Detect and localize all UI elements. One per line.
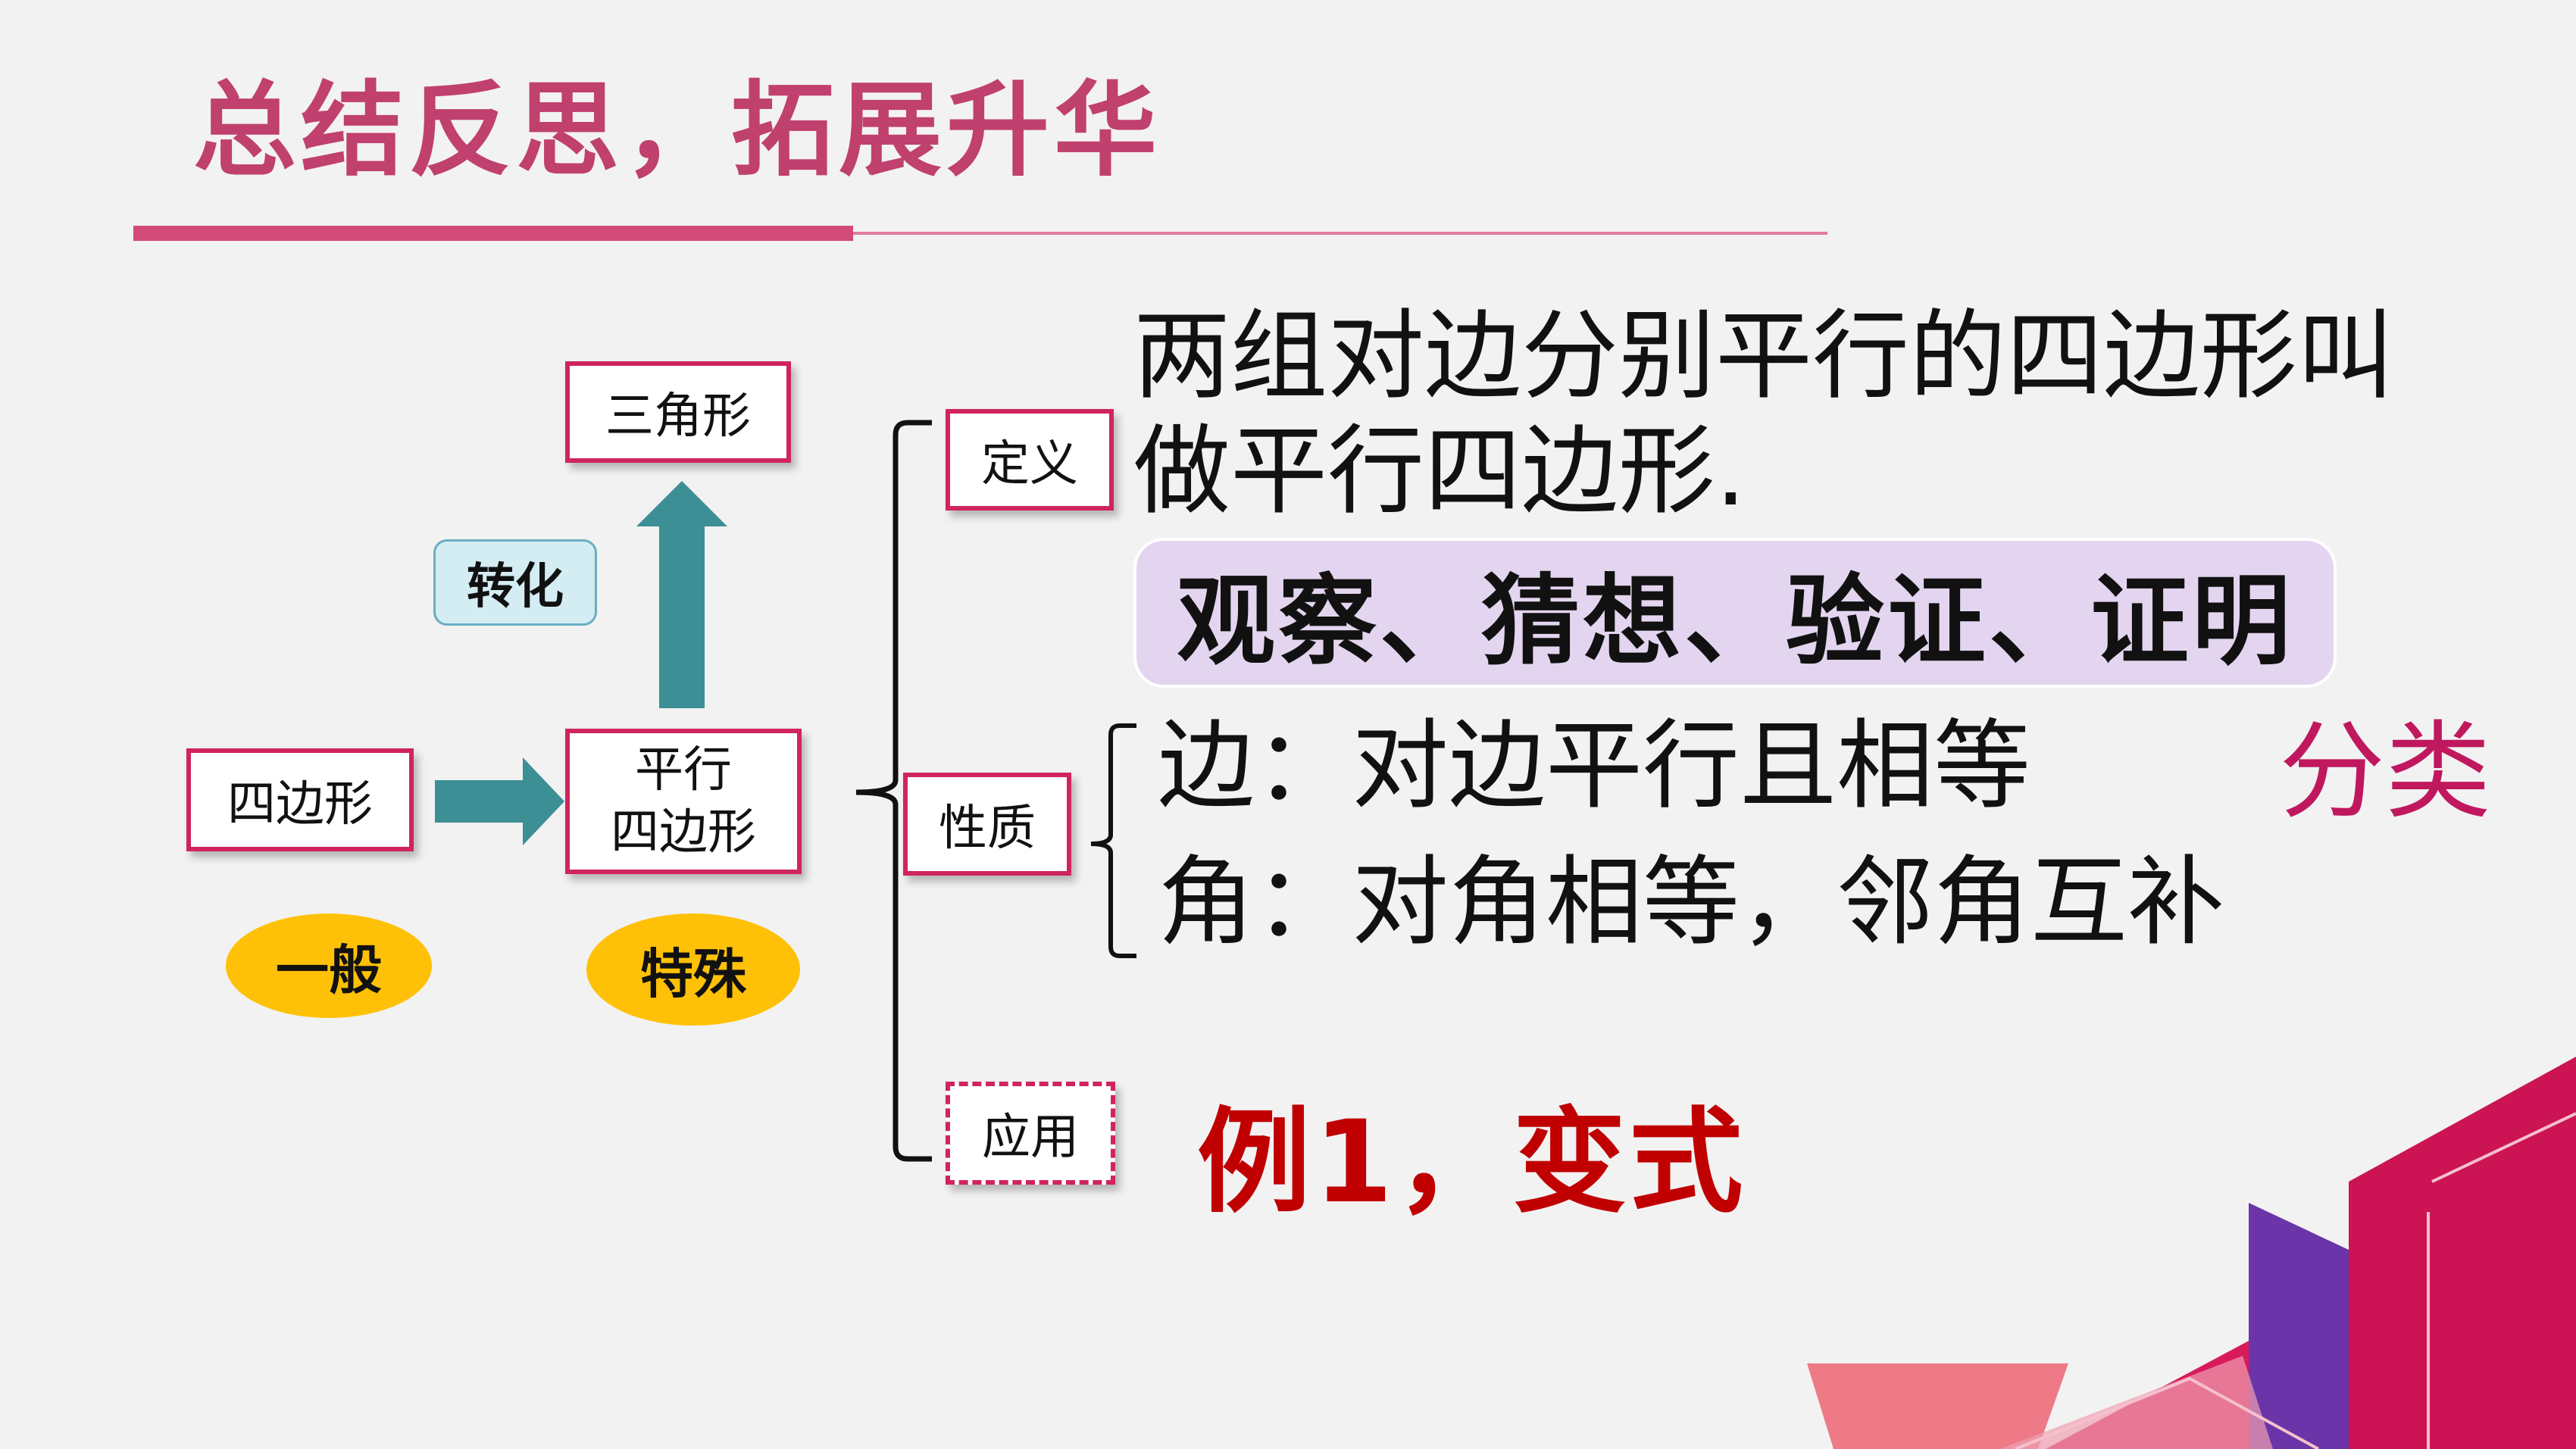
quadrilateral-label: 四边形	[227, 776, 373, 832]
parallelogram-label-line2: 四边形	[611, 804, 756, 860]
property-sides: 边：对边平行且相等	[1158, 710, 2031, 823]
quadrilateral-node: 四边形	[186, 748, 414, 851]
triangle-label: 三角形	[605, 389, 751, 445]
example-label: 例1，变式	[1197, 1097, 1746, 1229]
definition-text-line1: 两组对边分别平行的四边形叫	[1133, 300, 2395, 413]
title-underline-thin	[853, 232, 1827, 235]
definition-text: 两组对边分别平行的四边形叫 做平行四边形.	[1133, 299, 2421, 529]
property-brace-icon	[1090, 723, 1136, 958]
property-angles: 角：对角相等，邻角互补	[1158, 846, 2225, 959]
title-underline-thick	[133, 226, 853, 241]
definition-node: 定义	[946, 409, 1114, 511]
up-arrow-icon	[636, 481, 727, 708]
slide-title: 总结反思，拓展升华	[193, 71, 1161, 191]
transform-tag: 转化	[433, 539, 597, 626]
main-brace-icon	[855, 420, 932, 1162]
general-ellipse: 一般	[226, 913, 432, 1018]
definition-text-line2: 做平行四边形.	[1133, 415, 1746, 528]
application-node: 应用	[946, 1082, 1115, 1185]
triangle-node: 三角形	[565, 361, 791, 463]
parallelogram-node: 平行 四边形	[565, 729, 802, 874]
right-arrow-icon	[435, 757, 564, 845]
parallelogram-label-line1: 平行	[635, 742, 732, 798]
special-ellipse: 特殊	[586, 913, 800, 1026]
definition-label: 定义	[981, 436, 1078, 492]
method-banner: 观察、猜想、验证、证明	[1133, 538, 2337, 688]
classify-label: 分类	[2279, 710, 2492, 834]
application-label: 应用	[982, 1110, 1079, 1166]
property-label: 性质	[939, 801, 1036, 857]
property-node: 性质	[903, 773, 1071, 876]
